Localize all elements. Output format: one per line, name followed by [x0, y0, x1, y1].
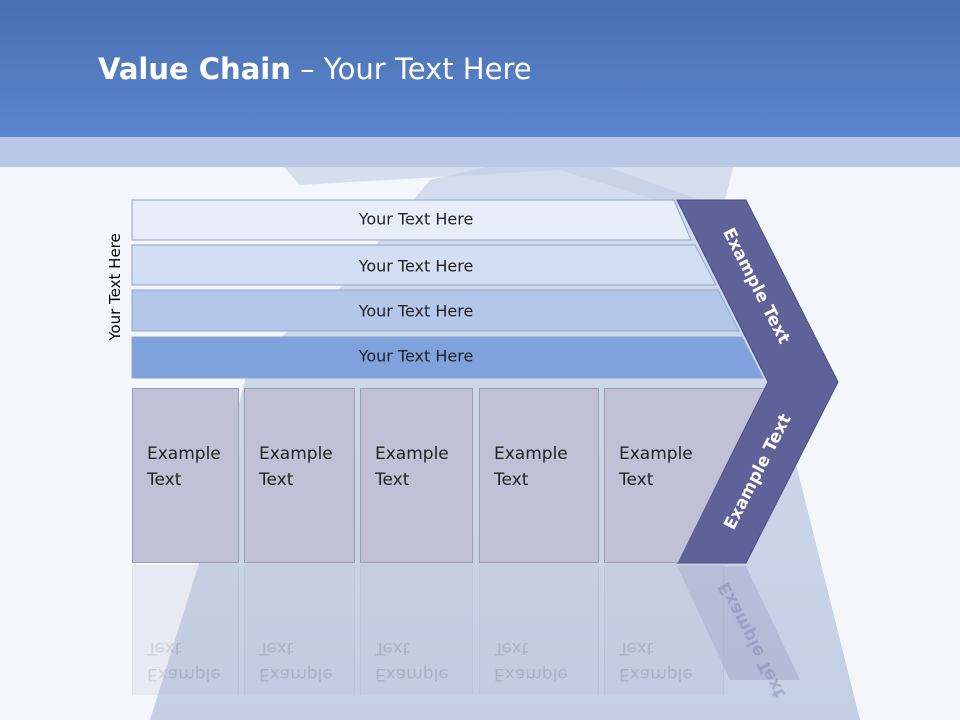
row-shape-3: [131, 289, 740, 332]
row-shape-4: [131, 336, 764, 379]
chevron-reflection: [677, 566, 800, 680]
header-band: [0, 0, 960, 137]
row-shape-2: [131, 244, 717, 286]
row-label-1: Your Text Here: [358, 209, 474, 229]
title-bold: Value Chain: [98, 52, 291, 86]
chevron-shape: [676, 199, 839, 564]
title-rest: – Your Text Here: [290, 52, 532, 86]
header-sub-band: [0, 137, 960, 167]
slide-title: Value Chain – Your Text Here: [98, 52, 532, 86]
row-label-3: Your Text Here: [358, 301, 474, 321]
row-shape-1: [131, 199, 692, 241]
row-label-4: Your Text Here: [358, 346, 474, 366]
row-label-2: Your Text Here: [358, 256, 474, 276]
